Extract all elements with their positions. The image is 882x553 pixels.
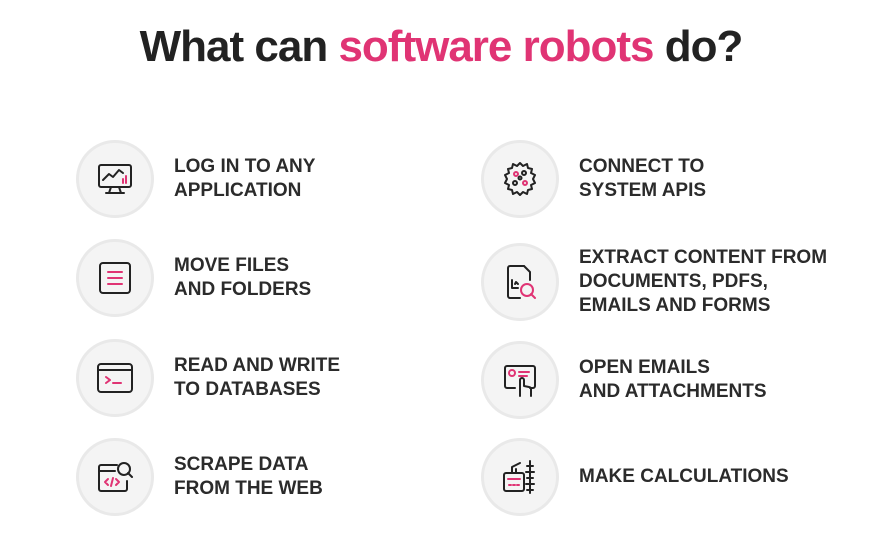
feature-label: READ AND WRITE TO DATABASES [174,355,341,400]
icon-circle [481,140,559,218]
document-icon [99,262,131,294]
title-accent: software robots [338,22,654,71]
icon-circle [481,341,559,419]
web-code-search-icon [98,462,133,492]
terminal-window-icon [97,363,133,393]
icon-circle [76,339,154,417]
feature-extract: EXTRACT CONTENT FROM DOCUMENTS, PDFS, EM… [481,243,827,321]
feature-apis: CONNECT TO SYSTEM APIS [481,140,706,218]
title-prefix: What can [139,22,339,71]
feature-label: MOVE FILES AND FOLDERS [174,255,312,300]
feature-label: LOG IN TO ANY APPLICATION [174,156,316,201]
feature-label: EXTRACT CONTENT FROM DOCUMENTS, PDFS, EM… [579,247,828,316]
feature-databases: READ AND WRITE TO DATABASES [76,339,340,417]
feature-move-files: MOVE FILES AND FOLDERS [76,239,311,317]
title-suffix: do? [653,22,744,71]
icon-circle [76,140,154,218]
api-network-icon [504,162,536,196]
calculator-icon [503,460,535,494]
touch-screen-icon [504,365,536,397]
document-search-icon [507,265,536,299]
icon-circle [76,438,154,516]
icon-circle [481,438,559,516]
feature-emails: OPEN EMAILS AND ATTACHMENTS [481,341,767,419]
feature-label: SCRAPE DATA FROM THE WEB [174,454,323,499]
feature-label: OPEN EMAILS AND ATTACHMENTS [579,357,767,402]
icon-circle [76,239,154,317]
feature-log-in: LOG IN TO ANY APPLICATION [76,140,315,218]
feature-label: CONNECT TO SYSTEM APIS [579,156,707,201]
feature-scrape: SCRAPE DATA FROM THE WEB [76,438,323,516]
feature-label: MAKE CALCULATIONS [579,466,789,487]
icon-circle [481,243,559,321]
feature-calculations: MAKE CALCULATIONS [481,438,789,516]
page-title: What can software robots do? [0,22,882,72]
monitor-chart-icon [98,164,132,194]
